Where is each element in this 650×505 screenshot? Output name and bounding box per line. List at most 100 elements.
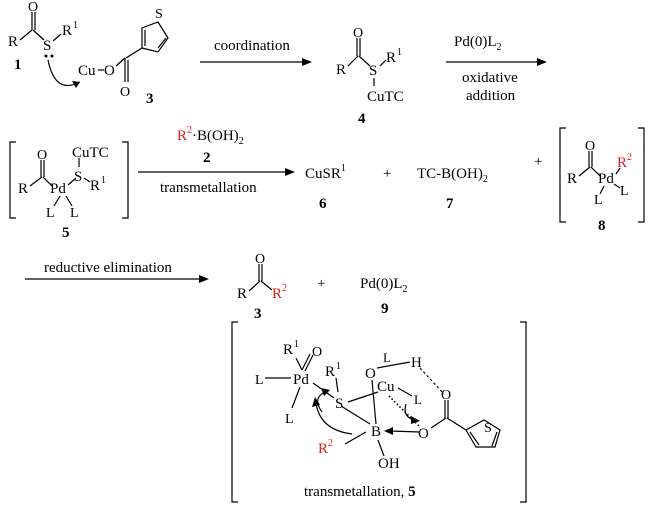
- reagent-number: 2: [203, 150, 211, 166]
- superscript-1: 1: [336, 361, 341, 372]
- compound-8: R O Pd R2 L L 8: [559, 127, 645, 234]
- superscript-1: 1: [397, 47, 402, 58]
- compound-number-7: 7: [446, 196, 454, 212]
- atom-R1: R: [283, 342, 293, 358]
- atom-O: O: [312, 345, 322, 360]
- atom-S: S: [335, 396, 343, 412]
- atom-R: R: [336, 62, 346, 78]
- atom-S: S: [484, 421, 492, 436]
- atom-H: H: [411, 355, 422, 371]
- atom-O: O: [585, 139, 595, 154]
- atom-S: S: [74, 169, 82, 185]
- atom-O: O: [28, 0, 38, 15]
- compound-3-cuTC: Cu O O S 3: [78, 7, 169, 107]
- atom-Pd: Pd: [598, 171, 614, 187]
- hydrogen-bond: [419, 367, 445, 395]
- atom-R: R: [237, 286, 247, 302]
- atom-L: L: [594, 193, 603, 208]
- atom-L: L: [383, 350, 391, 365]
- arrowhead: [537, 58, 547, 66]
- atom-R2: R2: [272, 283, 287, 302]
- atom-O: O: [418, 426, 429, 442]
- superscript-1: 1: [73, 20, 78, 31]
- compound-number-3: 3: [146, 91, 154, 107]
- atom-O: O: [255, 252, 265, 267]
- bracket-left: [559, 127, 566, 223]
- compound-number-1: 1: [14, 57, 22, 73]
- compound-5: R O Pd L L S R 1 CuTC 5: [9, 141, 129, 241]
- arrowhead: [411, 416, 420, 424]
- atom-R: R: [567, 171, 577, 187]
- compound-4: R O S R 1 CuTC 4: [336, 26, 404, 127]
- transition-state-5: R 1 O Pd L L R 1 S O L H Cu L B R2 OH: [231, 321, 527, 503]
- atom-O: O: [353, 26, 363, 41]
- label-addition: addition: [466, 88, 516, 104]
- compound-number-5: 5: [62, 225, 70, 241]
- arrowhead: [285, 168, 295, 176]
- atom-B: B: [371, 424, 381, 440]
- atom-R: R: [8, 34, 18, 50]
- atom-R: R: [18, 181, 28, 197]
- compound-number-6: 6: [319, 196, 327, 212]
- atom-Pd: Pd: [50, 181, 66, 197]
- arrowhead: [199, 275, 209, 283]
- bracket-right: [520, 321, 527, 503]
- compound-number-8: 8: [598, 218, 606, 234]
- label-transmetallation: transmetallation: [160, 180, 257, 196]
- atom-L: L: [285, 412, 294, 427]
- label-oxidative: oxidative: [462, 70, 518, 86]
- product-tcb: TC-B(OH)2: [417, 166, 488, 185]
- product-pd0: Pd(0)L2: [360, 276, 408, 295]
- arrowhead: [302, 58, 312, 66]
- product-cusr: CuSR1: [305, 163, 346, 182]
- bracket-left: [231, 321, 238, 503]
- atom-S: S: [155, 7, 163, 22]
- bracket-right: [122, 141, 129, 219]
- arrowhead: [72, 81, 80, 88]
- label-coordination: coordination: [214, 38, 290, 54]
- atom-Cu: Cu: [377, 379, 395, 395]
- lone-pair-dot: [50, 54, 54, 58]
- atom-R1: R: [325, 364, 335, 380]
- atom-Cu: Cu: [78, 63, 96, 79]
- atom-O: O: [37, 148, 47, 163]
- ts-caption: transmetallation, 5: [304, 484, 416, 500]
- label-reductive-elimination: reductive elimination: [44, 260, 172, 276]
- atom-O: O: [120, 85, 130, 100]
- atom-R1: R: [386, 50, 396, 66]
- atom-R2: R2: [617, 152, 632, 171]
- atom-Pd: Pd: [293, 372, 309, 388]
- label-pd-catalyst: Pd(0)L2: [454, 34, 502, 53]
- superscript-1: 1: [294, 339, 299, 350]
- arrowhead: [312, 397, 320, 407]
- lone-pair-dot: [44, 54, 48, 58]
- atom-R2: R2: [318, 438, 333, 457]
- atom-CuTC: CuTC: [367, 89, 404, 105]
- curved-electron-arrow: [315, 402, 353, 435]
- superscript-1: 1: [101, 175, 106, 186]
- plus-sign: +: [383, 166, 391, 182]
- compound-number-3b: 3: [254, 306, 262, 322]
- o-b-bond: [371, 379, 377, 425]
- bracket-right: [638, 127, 645, 223]
- compound-number-4: 4: [358, 111, 366, 127]
- plus-sign: +: [534, 154, 542, 170]
- atom-R1: R: [62, 23, 72, 39]
- compound-number-9: 9: [381, 301, 389, 317]
- atom-L: L: [255, 373, 264, 388]
- thiophene-ring: [465, 419, 501, 448]
- atom-L: L: [70, 206, 79, 221]
- atom-L: L: [620, 184, 629, 199]
- atom-OH: OH: [378, 456, 400, 472]
- atom-L: L: [414, 392, 422, 407]
- atom-R1: R: [90, 178, 100, 194]
- atom-O: O: [104, 63, 115, 79]
- compound-3-ketone: R O R2 3: [237, 252, 287, 322]
- bracket-left: [9, 141, 16, 219]
- atom-CuTC: CuTC: [72, 145, 109, 161]
- reagent-label: R2·B(OH)2: [177, 125, 244, 147]
- atom-S: S: [369, 63, 377, 79]
- arrowhead: [321, 388, 330, 396]
